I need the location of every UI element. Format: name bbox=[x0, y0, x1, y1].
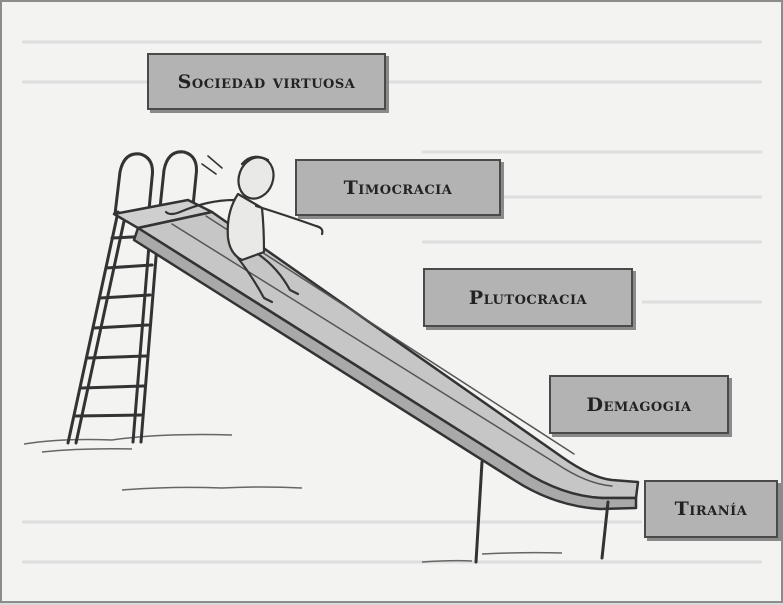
stage-label-sociedad-virtuosa: Sociedad virtuosa bbox=[147, 53, 386, 110]
stage-label-plutocracia: Plutocracia bbox=[423, 268, 633, 327]
ladder-icon bbox=[66, 150, 198, 445]
stage-label-tirania: Tiranía bbox=[644, 480, 778, 538]
stage-label-text: Plutocracia bbox=[468, 286, 588, 309]
ground-marks bbox=[23, 433, 563, 563]
slide-icon bbox=[112, 198, 640, 564]
stage-label-timocracia: Timocracia bbox=[295, 159, 501, 216]
stage-label-text: Demagogia bbox=[586, 393, 692, 416]
person-sliding-icon bbox=[164, 155, 324, 304]
stage-label-text: Tiranía bbox=[674, 498, 748, 520]
stage-label-text: Timocracia bbox=[343, 176, 453, 199]
stage-label-demagogia: Demagogia bbox=[549, 375, 729, 434]
stage-label-text: Sociedad virtuosa bbox=[177, 70, 356, 93]
